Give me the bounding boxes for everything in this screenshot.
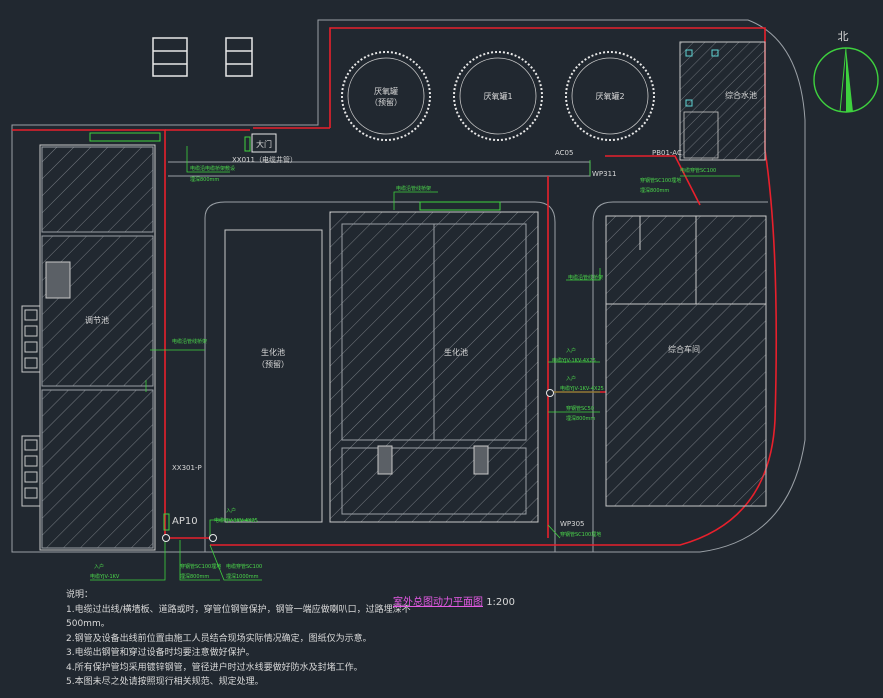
callout-cable-o2: 电缆沿管线桥架 bbox=[568, 274, 603, 281]
north-arrow-icon bbox=[813, 47, 879, 113]
tank-1 bbox=[341, 51, 431, 141]
callout-cable-d4: 埋深800mm bbox=[180, 573, 209, 580]
note-item: 2.钢管及设备出线前位置由施工人员结合现场实际情况确定，图纸仅为示意。 bbox=[66, 633, 372, 644]
callout-cable-m3: 入户 bbox=[226, 507, 236, 514]
callout-cable-o3: 电缆沿管线桥架 bbox=[172, 338, 207, 345]
plan-title-scale: 1:200 bbox=[486, 597, 516, 608]
label-xx301: XX301-P bbox=[172, 464, 202, 472]
comprehensive-workshop bbox=[605, 215, 767, 507]
regulating-tank bbox=[39, 132, 161, 551]
callout-cable-m: 入户 bbox=[566, 347, 576, 354]
design-notes: 说明： 1.电缆过出线/横墙板、道路或时，穿管位钢管保护，钢管一端应做喇叭口，过… bbox=[66, 588, 426, 690]
callout-cable-m2: 入户 bbox=[566, 375, 576, 382]
note-item: 1.电缆过出线/横墙板、道路或时，穿管位钢管保护，钢管一端应做喇叭口，过路埋深不 bbox=[66, 604, 411, 615]
callout-cable-e: 埋深1000mm bbox=[226, 573, 259, 580]
callout-cable-o: 电缆沿管线桥架 bbox=[396, 185, 431, 192]
note-item: 3.电缆出钢管和穿过设备时均要注意做好保护。 bbox=[66, 648, 255, 658]
tank-3 bbox=[565, 51, 655, 141]
power-cable-route bbox=[12, 27, 778, 546]
gate-label: 大门 bbox=[256, 139, 272, 149]
note-item: 4.所有保护管均采用镀锌钢管，管径进户时过水线要做好防水及封堵工作。 bbox=[66, 662, 363, 673]
biochem-tank-main bbox=[329, 201, 539, 523]
left-pumps-lower bbox=[21, 435, 41, 507]
label-xx011: XX011（电缆井管） bbox=[232, 155, 297, 164]
tank-2-label: 厌氧罐1 bbox=[483, 91, 512, 101]
callout-cable-d3: 埋深800mm bbox=[566, 415, 595, 422]
regulating-tank-label: 调节池 bbox=[85, 315, 109, 325]
callout-cable-m4: 入户 bbox=[94, 563, 104, 570]
window-symbol-1 bbox=[152, 37, 188, 77]
complex-building-label: 综合水池 bbox=[725, 90, 757, 100]
callout-cable-d2: 埋深800mm bbox=[640, 187, 669, 194]
plan-title: 室外总图动力平面图 1:200 bbox=[393, 593, 515, 608]
callout-cable-c2: 电缆穿管SC100 bbox=[226, 563, 262, 570]
window-symbol-2 bbox=[225, 37, 253, 77]
label-pb01: PB01-AC bbox=[652, 149, 682, 157]
callout-cable-c: 电缆穿管SC100 bbox=[680, 167, 716, 174]
tank-2 bbox=[453, 51, 543, 141]
junction-node-2 bbox=[209, 534, 217, 542]
notes-heading: 说明： bbox=[66, 590, 94, 600]
north-label: 北 bbox=[838, 30, 849, 43]
label-wp311: WP311 bbox=[592, 170, 617, 178]
callout-cable-n: 电缆YJV-1KV-4X25 bbox=[552, 357, 596, 364]
callout-cable-f: 电缆YJV-1KV bbox=[90, 573, 120, 580]
tank-3-label: 厌氧罐2 bbox=[595, 91, 624, 101]
tank-1-label: 厌氧罐（预留） bbox=[370, 86, 402, 107]
callout-cable-a: 电缆沿电缆桥架敷设 bbox=[190, 165, 235, 172]
biochem-main-label: 生化池 bbox=[444, 347, 468, 357]
note-item: 500mm。 bbox=[66, 619, 110, 629]
complex-building bbox=[679, 41, 766, 161]
label-ac05: AC05 bbox=[555, 149, 573, 157]
left-pumps-upper bbox=[21, 305, 41, 373]
label-ap10: AP10 bbox=[172, 516, 198, 527]
biochem-tank-reserved bbox=[224, 229, 323, 523]
callout-cable-n3: 电缆YJV-1KV-4X25 bbox=[214, 517, 258, 524]
callout-cable-d1: 埋深800mm bbox=[190, 176, 219, 183]
leader-lines bbox=[90, 146, 740, 581]
junction-node-3 bbox=[546, 389, 554, 397]
callout-cable-b: 穿钢管SC100埋地 bbox=[640, 177, 681, 184]
label-wp305: WP305 bbox=[560, 520, 585, 528]
comprehensive-label: 综合车间 bbox=[668, 344, 700, 354]
note-item: 5.本图未尽之处请按照现行相关规范、规定处理。 bbox=[66, 677, 264, 687]
callout-cable-n2: 电缆YJV-1KV-4X25 bbox=[560, 385, 604, 392]
ap10-panel bbox=[163, 513, 170, 531]
callout-cable-k: 穿钢管SC100埋地 bbox=[560, 531, 601, 538]
callout-cable-h: 穿钢管SC50 bbox=[566, 405, 594, 412]
junction-node-1 bbox=[162, 534, 170, 542]
gate-box bbox=[251, 133, 277, 153]
biochem-reserved-label: 生化池（预留） bbox=[257, 347, 289, 369]
plan-title-name: 室外总图动力平面图 bbox=[393, 597, 483, 608]
callout-cable-b2: 穿钢管SC100埋地 bbox=[180, 563, 221, 570]
gate-breaker bbox=[244, 136, 251, 152]
